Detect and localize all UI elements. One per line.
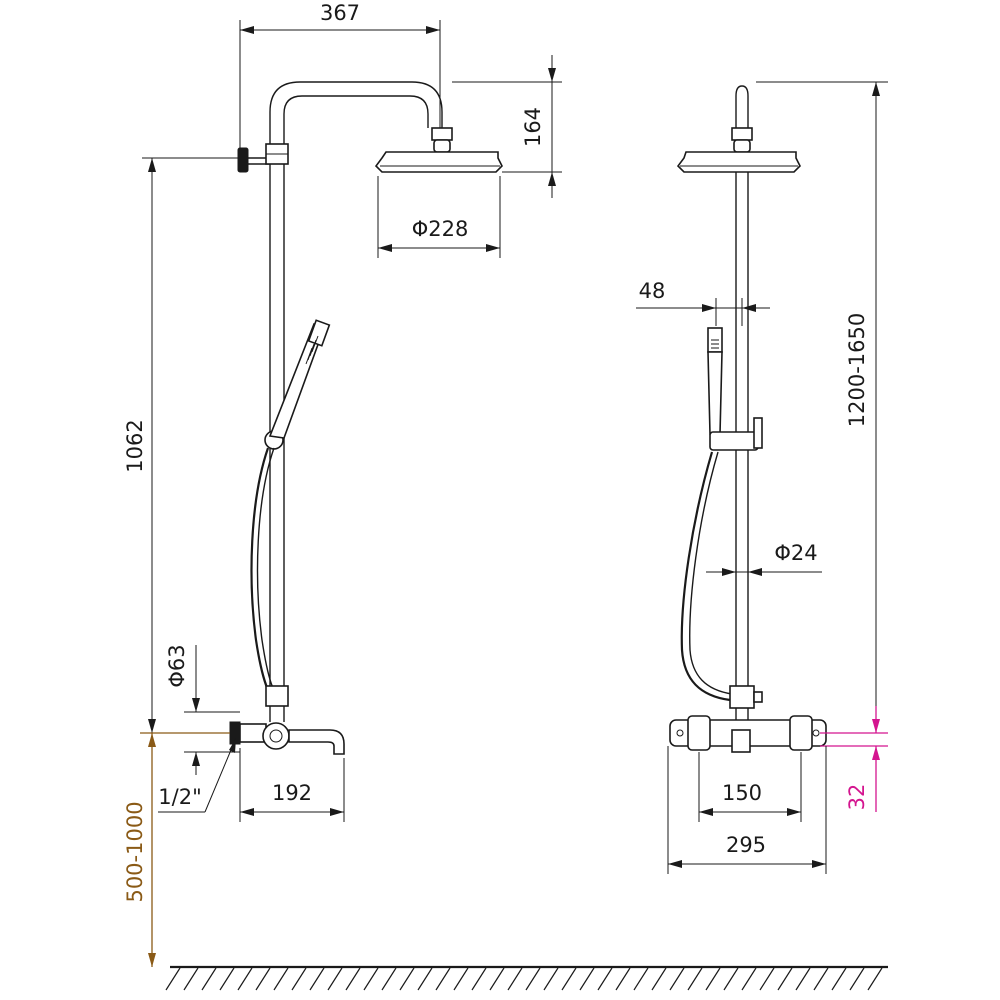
floor-hatch-line bbox=[705, 967, 721, 991]
diverter-front bbox=[729, 685, 763, 720]
dim-rail-height: 1062 bbox=[123, 419, 147, 472]
floor-hatch-line bbox=[579, 967, 595, 991]
hand-shower-front bbox=[707, 327, 723, 435]
floor-hatch-line bbox=[651, 967, 667, 991]
floor-hatch-line bbox=[507, 967, 523, 991]
floor-hatch-line bbox=[201, 967, 217, 991]
floor-hatch-line bbox=[867, 967, 883, 991]
floor-hatch-line bbox=[525, 967, 541, 991]
side-view bbox=[229, 81, 503, 755]
floor-hatch-line bbox=[417, 967, 433, 991]
floor-hatch-line bbox=[633, 967, 649, 991]
hose-front bbox=[680, 451, 731, 702]
floor-hatch-line bbox=[363, 967, 379, 991]
floor-hatch-line bbox=[597, 967, 613, 991]
side-view-dimensions: 367 164 Φ228 1062 Φ63 1/2" bbox=[123, 1, 562, 967]
shower-head-side bbox=[374, 151, 503, 173]
dim-flange-diameter: Φ63 bbox=[165, 644, 189, 687]
dim-head-diameter: Φ228 bbox=[412, 217, 469, 241]
floor-hatch-line bbox=[453, 967, 469, 991]
overhead-arm-inner bbox=[283, 95, 429, 150]
floor-hatch-line bbox=[471, 967, 487, 991]
hand-shower-side bbox=[268, 319, 331, 439]
floor-hatch bbox=[165, 965, 888, 991]
floor-hatch-line bbox=[381, 967, 397, 991]
floor-hatch-line bbox=[669, 967, 685, 991]
floor-hatch-line bbox=[831, 967, 847, 991]
floor-hatch-line bbox=[165, 967, 181, 991]
arm-joint-nut bbox=[431, 127, 453, 141]
floor-hatch-line bbox=[849, 967, 865, 991]
dim-mixer-width: 295 bbox=[726, 833, 766, 857]
floor-hatch-line bbox=[327, 967, 343, 991]
floor-hatch-line bbox=[777, 967, 793, 991]
floor-hatch-line bbox=[435, 967, 451, 991]
holder-front bbox=[709, 417, 763, 451]
front-view-dimensions: 48 Φ24 1200-1650 32 150 295 bbox=[636, 81, 888, 874]
lower-diverter bbox=[265, 685, 289, 707]
floor-hatch-line bbox=[291, 967, 307, 991]
floor-hatch-line bbox=[615, 967, 631, 991]
floor-hatch-line bbox=[255, 967, 271, 991]
floor-hatch-line bbox=[687, 967, 703, 991]
dim-mixer-offset: 32 bbox=[845, 784, 869, 811]
floor-hatch-line bbox=[237, 967, 253, 991]
floor-hatch-line bbox=[273, 967, 289, 991]
floor-hatch-line bbox=[309, 967, 325, 991]
dim-inlet-spacing: 150 bbox=[722, 781, 762, 805]
dim-head-height: 164 bbox=[521, 107, 545, 147]
shower-head-front bbox=[676, 151, 801, 173]
overhead-arm bbox=[269, 81, 443, 150]
floor-hatch-line bbox=[723, 967, 739, 991]
floor-hatch-line bbox=[813, 967, 829, 991]
dim-spout-projection: 192 bbox=[272, 781, 312, 805]
floor-hatch-line bbox=[561, 967, 577, 991]
floor-hatch-line bbox=[219, 967, 235, 991]
floor-hatch-line bbox=[489, 967, 505, 991]
floor-hatch-line bbox=[759, 967, 775, 991]
mixer-body-side bbox=[229, 721, 290, 750]
head-ball-joint bbox=[433, 139, 451, 153]
dim-mount-height: 500-1000 bbox=[123, 801, 147, 902]
front-view bbox=[669, 85, 827, 753]
dim-rail-diameter: Φ24 bbox=[774, 541, 817, 565]
floor-hatch-line bbox=[183, 967, 199, 991]
mixer-body-front bbox=[669, 715, 827, 753]
dim-inlet-thread: 1/2" bbox=[158, 785, 201, 809]
floor-hatch-line bbox=[795, 967, 811, 991]
bath-spout bbox=[288, 729, 345, 755]
floor-hatch-line bbox=[399, 967, 415, 991]
dim-holder-offset: 48 bbox=[639, 279, 666, 303]
dim-arm-length: 367 bbox=[320, 1, 360, 25]
dim-adjust-range: 1200-1650 bbox=[845, 313, 869, 427]
floor-hatch-line bbox=[741, 967, 757, 991]
floor-hatch-line bbox=[345, 967, 361, 991]
floor-hatch-line bbox=[543, 967, 559, 991]
upper-wall-bracket bbox=[237, 143, 289, 173]
